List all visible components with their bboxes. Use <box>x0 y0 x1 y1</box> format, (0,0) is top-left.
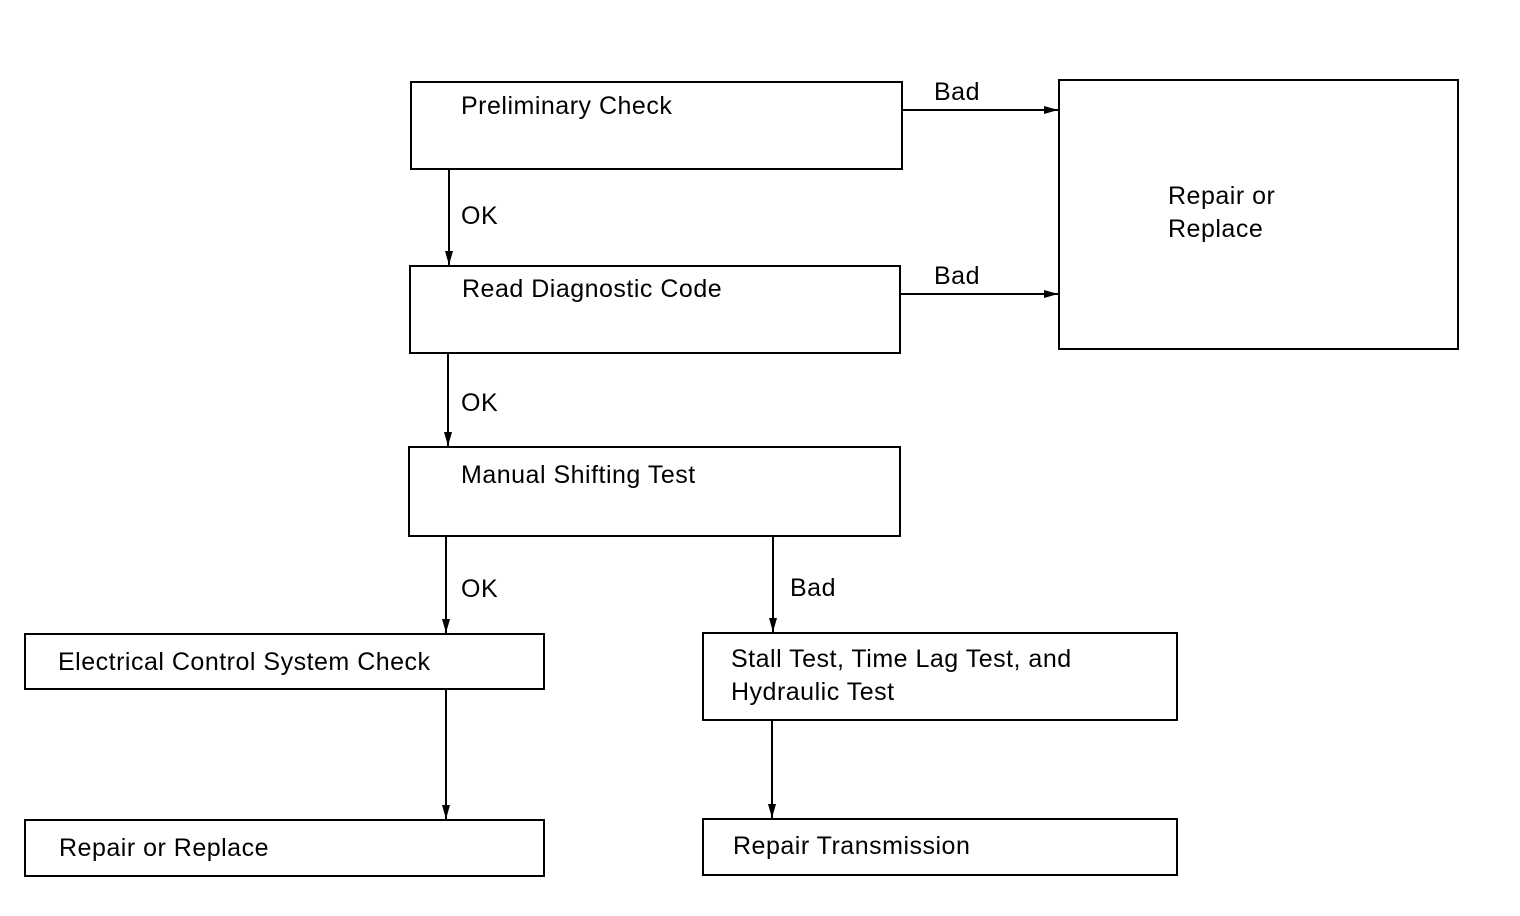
label-read-diagnostic-code: Read Diagnostic Code <box>462 275 723 303</box>
label-repair-transmission: Repair Transmission <box>733 832 971 860</box>
edge-label-manual-bad: Bad <box>790 574 836 602</box>
label-preliminary-check: Preliminary Check <box>461 92 673 120</box>
box-repair-or-replace-right: Repair or Replace <box>1058 79 1459 350</box>
box-electrical-control-system-check: Electrical Control System Check <box>24 633 545 690</box>
box-manual-shifting-test: Manual Shifting Test <box>408 446 901 537</box>
box-repair-or-replace-bottom: Repair or Replace <box>24 819 545 877</box>
label-repair-or-replace-right-line1: Repair or <box>1168 182 1276 210</box>
label-stall-test-line2: Hydraulic Test <box>731 678 895 706</box>
label-manual-shifting-test: Manual Shifting Test <box>461 461 696 489</box>
edge-label-read-ok: OK <box>461 389 499 417</box>
edge-label-prelim-ok: OK <box>461 202 499 230</box>
label-stall-test-line1: Stall Test, Time Lag Test, and <box>731 645 1072 673</box>
edge-label-read-bad: Bad <box>934 262 980 290</box>
label-electrical-control-system-check: Electrical Control System Check <box>58 648 431 676</box>
box-read-diagnostic-code: Read Diagnostic Code <box>409 265 901 354</box>
box-preliminary-check: Preliminary Check <box>410 81 903 170</box>
label-repair-or-replace-right-line2: Replace <box>1168 215 1264 243</box>
label-repair-or-replace-bottom: Repair or Replace <box>59 834 269 862</box>
box-stall-time-lag-hydraulic-test: Stall Test, Time Lag Test, and Hydraulic… <box>702 632 1178 721</box>
box-repair-transmission: Repair Transmission <box>702 818 1178 876</box>
edge-label-prelim-bad: Bad <box>934 78 980 106</box>
edge-label-manual-ok: OK <box>461 575 499 603</box>
